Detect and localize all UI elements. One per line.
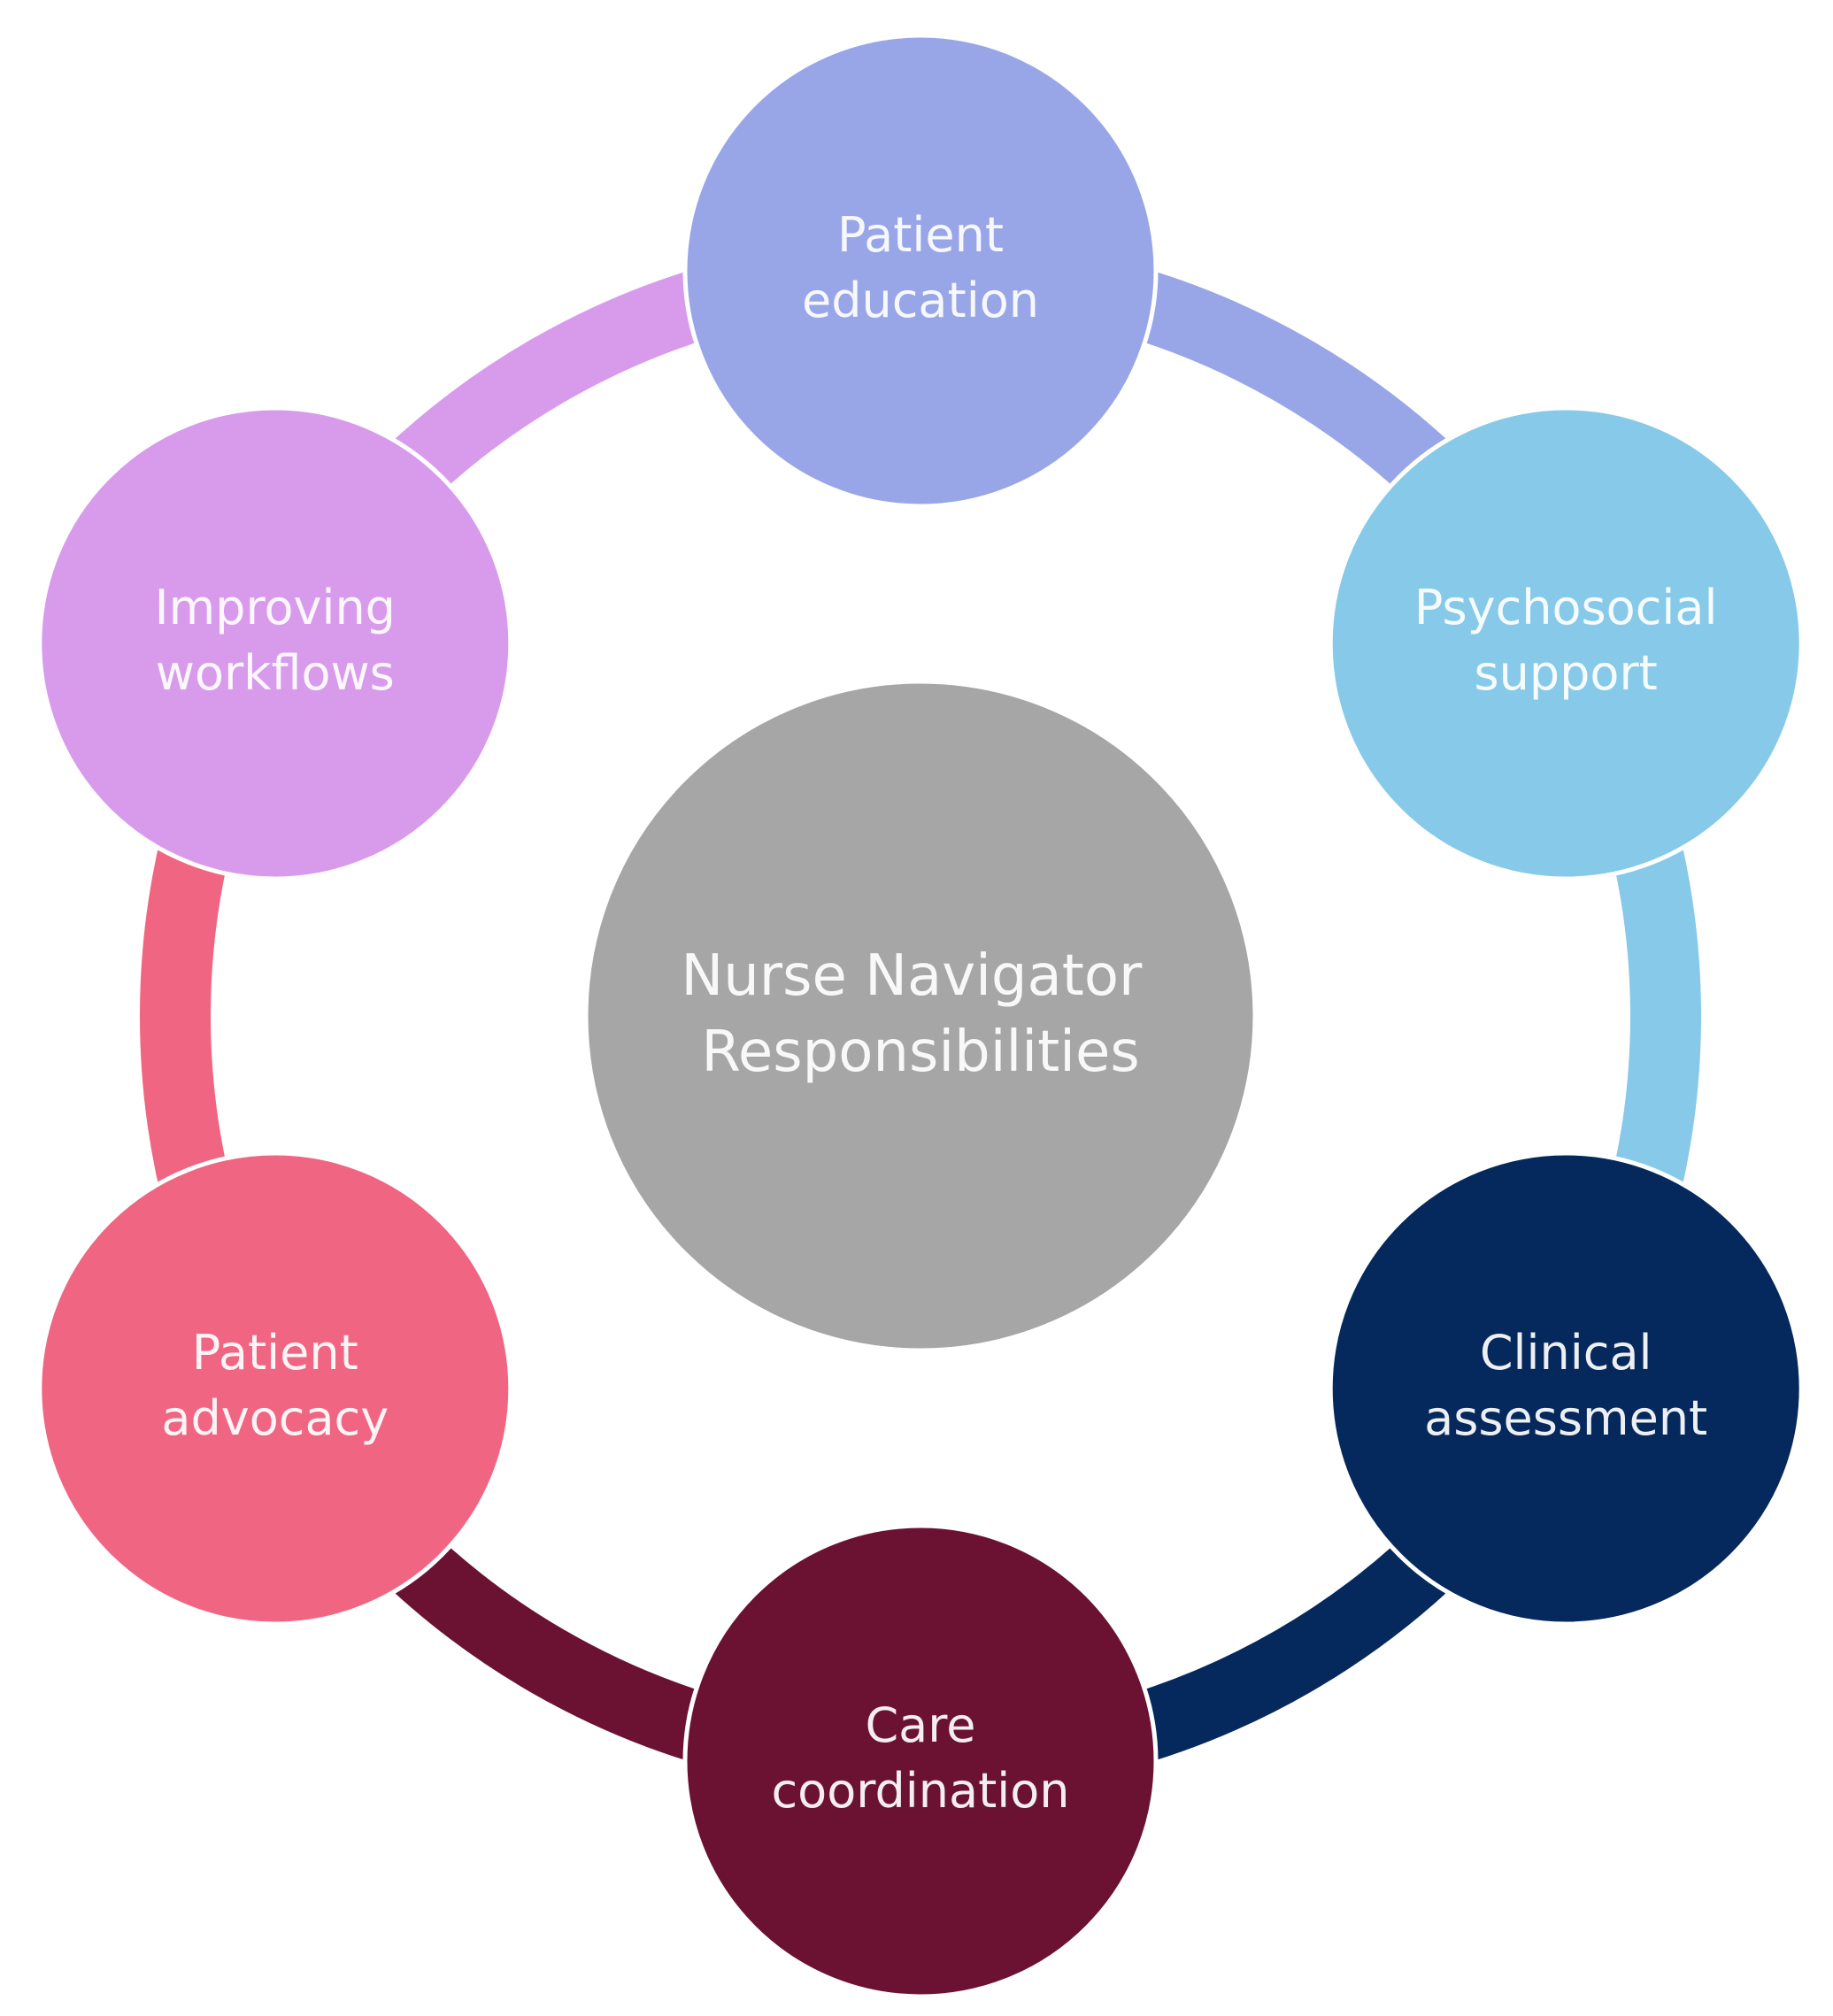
- center-node: Nurse Navigator Responsibilities: [583, 679, 1258, 1353]
- node-clinical-assessment: Clinical assessment: [1328, 1150, 1804, 1627]
- node-circle-patient-advocacy: [37, 1150, 513, 1627]
- node-label-line-1: Clinical: [1480, 1325, 1652, 1381]
- node-patient-advocacy: Patient advocacy: [37, 1150, 513, 1627]
- node-label-line-1: Psychosocial: [1414, 580, 1718, 635]
- node-label-line-2: assessment: [1424, 1390, 1707, 1446]
- node-patient-education: Patient education: [682, 33, 1159, 509]
- node-label-line-2: advocacy: [161, 1390, 389, 1446]
- node-label-care-coordination: Care coordination: [771, 1697, 1069, 1819]
- node-circle-care-coordination: [682, 1523, 1159, 1999]
- node-label-line-2: coordination: [771, 1763, 1069, 1819]
- center-label-line-2: Responsibilities: [701, 1020, 1139, 1085]
- node-circle-patient-education: [682, 33, 1159, 509]
- node-circle-psychosocial-support: [1328, 405, 1804, 881]
- node-label-line-2: support: [1475, 645, 1658, 701]
- node-label-psychosocial-support: Psychosocial support: [1414, 580, 1718, 701]
- node-label-line-2: education: [802, 273, 1039, 328]
- node-circle-improving-workflows: [37, 405, 513, 881]
- node-circle-clinical-assessment: [1328, 1150, 1804, 1627]
- node-label-patient-advocacy: Patient advocacy: [161, 1325, 389, 1446]
- node-improving-workflows: Improving workflows: [37, 405, 513, 881]
- center-label: Nurse Navigator Responsibilities: [681, 943, 1159, 1085]
- node-label-line-2: workflows: [156, 645, 395, 701]
- node-psychosocial-support: Psychosocial support: [1328, 405, 1804, 881]
- node-care-coordination: Care coordination: [682, 1523, 1159, 1999]
- node-label-improving-workflows: Improving workflows: [155, 580, 396, 701]
- node-label-line-1: Care: [865, 1697, 975, 1753]
- center-label-line-1: Nurse Navigator: [681, 943, 1143, 1009]
- node-label-patient-education: Patient education: [802, 207, 1039, 328]
- center-circle: [583, 679, 1258, 1353]
- node-label-line-1: Patient: [192, 1325, 358, 1381]
- node-label-clinical-assessment: Clinical assessment: [1424, 1325, 1707, 1446]
- node-label-line-1: Patient: [837, 207, 1004, 263]
- node-label-line-1: Improving: [155, 580, 396, 635]
